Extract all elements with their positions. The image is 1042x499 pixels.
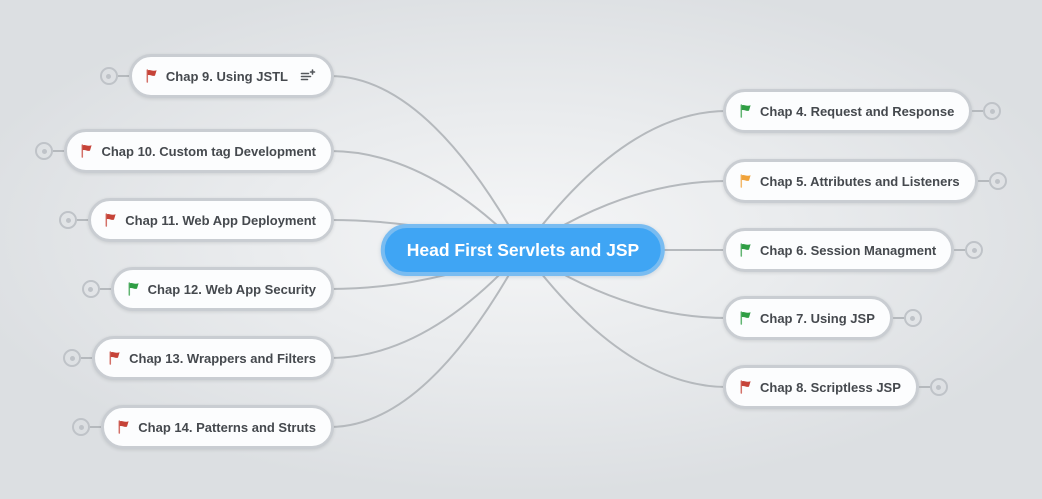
- root-node-label: Head First Servlets and JSP: [406, 239, 640, 260]
- node-label: Chap 10. Custom tag Development: [101, 143, 316, 159]
- mindmap-node-chap13[interactable]: Chap 13. Wrappers and Filters: [63, 336, 334, 380]
- node-label: Chap 13. Wrappers and Filters: [129, 350, 316, 366]
- mindmap-node-chap7[interactable]: Chap 7. Using JSP: [723, 296, 922, 340]
- flag-icon: [79, 143, 95, 159]
- node-handle-icon[interactable]: [983, 102, 1002, 120]
- node-label: Chap 8. Scriptless JSP: [760, 379, 901, 395]
- node-connector-stub: [77, 219, 89, 221]
- node-handle-icon[interactable]: [81, 280, 100, 298]
- node-label: Chap 11. Web App Deployment: [125, 212, 316, 228]
- node-handle-icon[interactable]: [99, 67, 118, 85]
- node-label: Chap 6. Session Managment: [760, 242, 937, 258]
- node-handle-icon[interactable]: [903, 309, 922, 327]
- mindmap-node-chap8[interactable]: Chap 8. Scriptless JSP: [723, 365, 948, 409]
- mindmap-node-chap10[interactable]: Chap 10. Custom tag Development: [35, 129, 334, 173]
- node-connector-stub: [977, 180, 989, 182]
- flag-icon: [126, 281, 142, 297]
- node-label: Chap 14. Patterns and Struts: [138, 419, 316, 435]
- flag-icon: [738, 310, 754, 326]
- flag-icon: [103, 212, 119, 228]
- node-handle-icon[interactable]: [72, 418, 91, 436]
- node-connector-stub: [972, 110, 984, 112]
- mindmap-node-chap6[interactable]: Chap 6. Session Managment: [723, 228, 984, 272]
- node-label: Chap 4. Request and Response: [760, 103, 955, 119]
- node-handle-icon[interactable]: [63, 349, 82, 367]
- flag-icon: [738, 103, 754, 119]
- mindmap-root-node[interactable]: Head First Servlets and JSP: [380, 224, 666, 276]
- node-label: Chap 9. Using JSTL: [165, 68, 288, 84]
- flag-icon: [738, 379, 754, 395]
- mindmap-node-chap12[interactable]: Chap 12. Web App Security: [81, 267, 334, 311]
- node-connector-stub: [53, 150, 65, 152]
- node-connector-stub: [117, 75, 129, 77]
- flag-icon: [738, 242, 754, 258]
- mindmap-node-chap9[interactable]: Chap 9. Using JSTL: [99, 54, 334, 98]
- node-label: Chap 5. Attributes and Listeners: [760, 173, 960, 189]
- mindmap-node-chap5[interactable]: Chap 5. Attributes and Listeners: [723, 159, 1007, 203]
- note-icon[interactable]: [299, 68, 316, 84]
- flag-icon: [144, 68, 160, 84]
- node-handle-icon[interactable]: [988, 172, 1007, 190]
- node-label: Chap 12. Web App Security: [147, 281, 316, 297]
- flag-icon: [116, 419, 132, 435]
- node-handle-icon[interactable]: [965, 241, 984, 259]
- flag-icon: [738, 173, 754, 189]
- mindmap-node-chap4[interactable]: Chap 4. Request and Response: [723, 89, 1002, 133]
- node-label: Chap 7. Using JSP: [760, 310, 875, 326]
- node-connector-stub: [918, 386, 930, 388]
- node-connector-stub: [954, 249, 966, 251]
- node-handle-icon[interactable]: [929, 378, 948, 396]
- node-connector-stub: [81, 357, 93, 359]
- node-connector-stub: [90, 426, 102, 428]
- flag-icon: [107, 350, 123, 366]
- mindmap-node-chap14[interactable]: Chap 14. Patterns and Struts: [72, 405, 334, 449]
- node-handle-icon[interactable]: [35, 142, 54, 160]
- node-connector-stub: [99, 288, 111, 290]
- node-connector-stub: [892, 317, 904, 319]
- node-handle-icon[interactable]: [59, 211, 78, 229]
- mindmap-node-chap11[interactable]: Chap 11. Web App Deployment: [59, 198, 334, 242]
